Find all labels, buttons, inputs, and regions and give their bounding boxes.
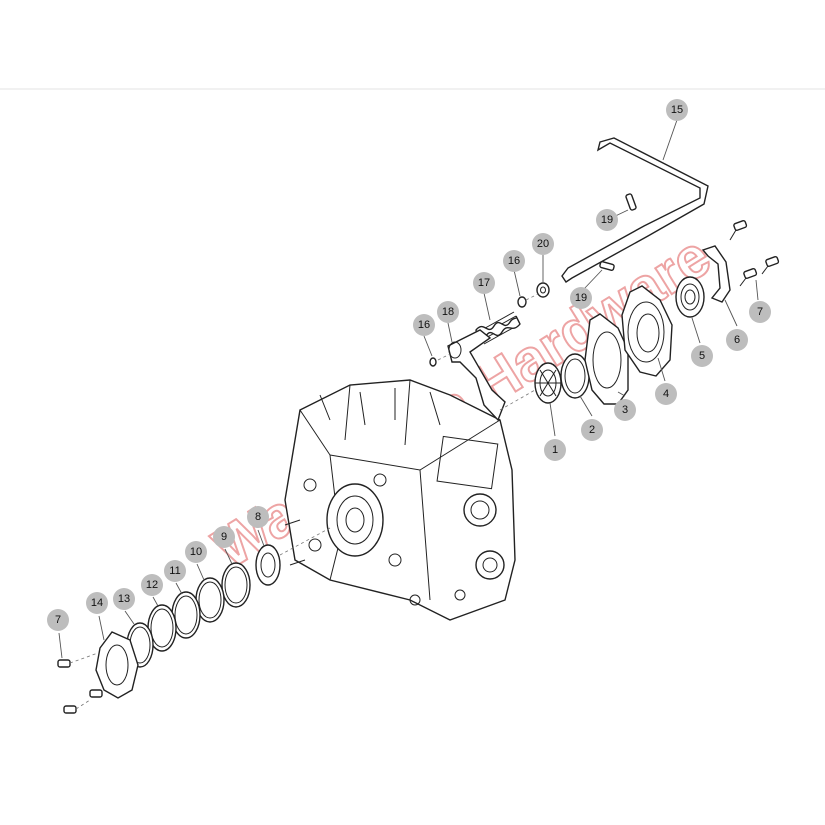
retaining-ring: [560, 353, 590, 399]
assembly-axis: [499, 389, 536, 411]
shift-fork: [447, 329, 506, 422]
svg-text:15: 15: [671, 104, 683, 116]
callout-7: 7: [47, 609, 69, 631]
svg-text:9: 9: [221, 531, 227, 543]
svg-text:19: 19: [575, 292, 587, 304]
gasket: [584, 313, 629, 405]
washer: [536, 282, 550, 298]
bolt: [729, 219, 748, 241]
leader-lines: [58, 119, 759, 659]
svg-text:19: 19: [601, 214, 613, 226]
callout-11: 11: [164, 560, 186, 582]
callout-18: 18: [437, 301, 459, 323]
callout-13: 13: [113, 588, 135, 610]
oil-seal: [675, 276, 705, 318]
assembly-axis: [525, 293, 539, 301]
bolt: [89, 689, 103, 698]
svg-text:17: 17: [478, 277, 490, 289]
svg-text:4: 4: [663, 388, 669, 400]
small-ring: [517, 296, 527, 308]
callout-14: 14: [86, 592, 108, 614]
svg-text:5: 5: [699, 350, 705, 362]
small-ring: [429, 357, 437, 367]
callout-5: 5: [691, 345, 713, 367]
callout-3: 3: [614, 399, 636, 421]
ring: [221, 562, 251, 608]
svg-text:16: 16: [508, 255, 520, 267]
callout-16: 16: [413, 314, 435, 336]
svg-text:18: 18: [442, 306, 454, 318]
retaining-clip: [701, 245, 731, 303]
gearbox-housing: [284, 379, 516, 621]
shift-rod: [561, 137, 709, 283]
svg-text:1: 1: [552, 444, 558, 456]
end-plate: [95, 631, 139, 699]
callout-8: 8: [247, 506, 269, 528]
svg-text:16: 16: [418, 319, 430, 331]
bolt: [57, 652, 99, 668]
callout-19: 19: [570, 287, 592, 309]
callout-2: 2: [581, 419, 603, 441]
svg-text:10: 10: [190, 546, 202, 558]
svg-text:6: 6: [734, 334, 740, 346]
svg-text:20: 20: [537, 238, 549, 250]
callout-9: 9: [213, 526, 235, 548]
callout-17: 17: [473, 272, 495, 294]
svg-text:7: 7: [55, 614, 61, 626]
assembly-axis: [437, 353, 451, 361]
bolt: [739, 267, 758, 287]
callout-6: 6: [726, 329, 748, 351]
roller-bearing: [534, 362, 562, 404]
callout-19: 19: [596, 209, 618, 231]
callout-15: 15: [666, 99, 688, 121]
pin: [625, 193, 637, 211]
ring: [171, 591, 201, 639]
svg-text:3: 3: [622, 404, 628, 416]
bolt: [761, 255, 780, 275]
callout-12: 12: [141, 574, 163, 596]
callout-4: 4: [655, 383, 677, 405]
svg-text:7: 7: [757, 306, 763, 318]
svg-text:2: 2: [589, 424, 595, 436]
callout-20: 20: [532, 233, 554, 255]
callout-10: 10: [185, 541, 207, 563]
callout-7: 7: [749, 301, 771, 323]
svg-text:13: 13: [118, 593, 130, 605]
svg-text:11: 11: [169, 565, 180, 577]
bearing: [255, 544, 281, 586]
bearing-cover: [621, 285, 673, 377]
svg-text:12: 12: [146, 579, 158, 591]
pin: [599, 261, 615, 271]
svg-text:14: 14: [91, 597, 103, 609]
bolt: [63, 699, 91, 714]
callout-16: 16: [503, 250, 525, 272]
callout-1: 1: [544, 439, 566, 461]
svg-text:8: 8: [255, 511, 261, 523]
